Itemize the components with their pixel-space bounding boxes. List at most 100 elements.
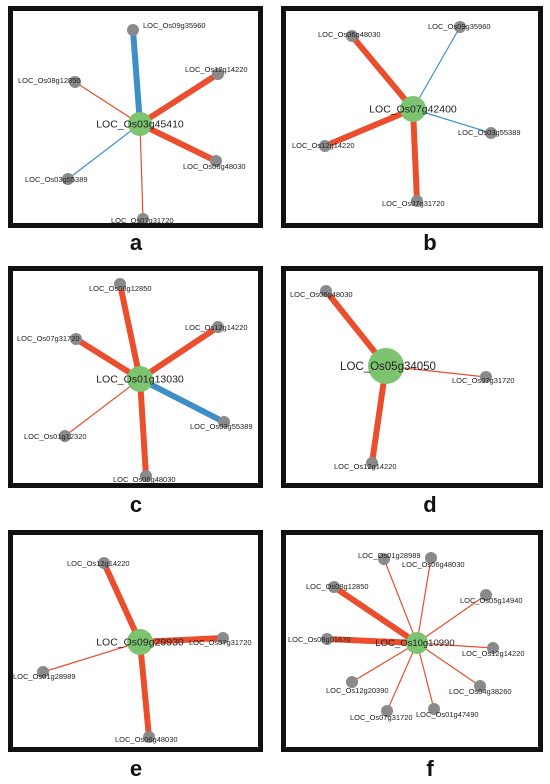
gene-label: LOC_Os12g14220 (185, 65, 248, 74)
gene-label: LOC_Os12g20390 (326, 686, 389, 695)
gene-label: LOC_Os12g14220 (334, 462, 397, 471)
gene-label: LOC_Os12g14220 (67, 559, 130, 568)
edge-LOC_Os12g14220 (416, 642, 494, 649)
gene-node-LOC_Os04g38260 (474, 680, 486, 692)
gene-node-LOC_Os07g31720 (70, 333, 82, 345)
gene-label: LOC_Os08g01670 (288, 635, 351, 644)
edge-LOC_Os03g55389 (138, 376, 226, 425)
gene-node-LOC_Os07g31720 (480, 371, 492, 383)
edge-LOC_Os09g35960 (130, 29, 143, 125)
panel-letter-d: d (423, 492, 437, 517)
edge-LOC_Os06g48030 (416, 557, 432, 644)
hub-label: LOC_Os10g10990 (375, 638, 454, 649)
hub-node (400, 96, 426, 122)
edge-LOC_Os01g28989 (383, 558, 418, 644)
gene-node-LOC_Os07g31720 (381, 705, 393, 717)
gene-label: LOC_Os03g55389 (458, 128, 521, 137)
panel-letter-e: e (129, 756, 143, 781)
gene-node-LOC_Os03g55389 (218, 416, 230, 428)
gene-label: LOC_Os01g47490 (416, 710, 479, 719)
edge-LOC_Os08g12850 (74, 81, 141, 125)
gene-label: LOC_Os06g48030 (113, 475, 176, 483)
hub-label: LOC_Os05g34050 (340, 361, 436, 373)
gene-label: LOC_Os01g28989 (358, 551, 421, 560)
gene-label: LOC_Os05g14940 (460, 596, 523, 605)
edge-LOC_Os06g48030 (138, 121, 218, 164)
gene-label: LOC_Os12g14220 (292, 141, 355, 150)
edge-LOC_Os06g48030 (137, 378, 149, 477)
gene-node-LOC_Os06g48030 (346, 30, 358, 42)
gene-node-LOC_Os07g31720 (411, 195, 423, 207)
gene-label: LOC_Os07g31720 (382, 199, 445, 208)
edge-LOC_Os07g31720 (139, 635, 224, 645)
edge-LOC_Os08g12850 (117, 283, 143, 380)
network-graph-b: LOC_Os06g48030LOC_Os09g35960LOC_Os12g142… (292, 21, 521, 208)
edge-LOC_Os07g31720 (139, 123, 144, 220)
edge-LOC_Os05g14940 (416, 594, 487, 644)
edge-LOC_Os12g14220 (138, 324, 220, 382)
gene-node-LOC_Os07g31720 (217, 632, 229, 644)
edge-LOC_Os08g12850 (332, 584, 419, 646)
gene-node-LOC_Os08g01670 (321, 633, 333, 645)
gene-label: LOC_Os06g48030 (183, 162, 246, 171)
gene-label: LOC_Os06g48030 (290, 290, 353, 299)
hub-label: LOC_Os01g13030 (96, 374, 184, 386)
gene-node-LOC_Os12g14220 (212, 68, 224, 80)
gene-node-LOC_Os01g28989 (37, 666, 49, 678)
gene-node-LOC_Os06g48030 (140, 470, 152, 482)
gene-node-LOC_Os08g12850 (114, 278, 126, 290)
gene-label: LOC_Os07g31720 (17, 334, 80, 343)
edge-LOC_Os09g35960 (412, 26, 461, 110)
gene-node-LOC_Os06g48030 (425, 552, 437, 564)
gene-label: LOC_Os06g48030 (318, 30, 381, 39)
hub-label: LOC_Os07g42400 (369, 104, 457, 116)
gene-label: LOC_Os08g12850 (89, 284, 152, 293)
gene-label: LOC_Os07g31720 (189, 638, 252, 647)
edge-LOC_Os03g55389 (67, 123, 141, 180)
edge-LOC_Os12g14220 (101, 561, 143, 644)
edge-LOC_Os07g31720 (410, 108, 420, 202)
gene-label: LOC_Os03g55389 (25, 175, 88, 184)
gene-node-LOC_Os12g14220 (212, 321, 224, 333)
gene-node-LOC_Os09g35960 (127, 24, 139, 36)
edge-LOC_Os01g28989 (42, 641, 141, 673)
gene-node-LOC_Os12g14220 (98, 557, 110, 569)
gene-node-LOC_Os01g28989 (378, 553, 390, 565)
network-graph-f: LOC_Os01g28989LOC_Os06g48030LOC_Os08g128… (288, 551, 525, 722)
edge-LOC_Os03g55389 (412, 108, 492, 134)
gene-node-LOC_Os01g12320 (59, 430, 71, 442)
hub-label: LOC_Os03g45410 (96, 119, 184, 131)
network-graph-a: LOC_Os09g35960LOC_Os12g14220LOC_Os08g128… (18, 21, 248, 223)
gene-label: LOC_Os06g48030 (115, 735, 178, 744)
hub-label: LOC_Os09g29930 (96, 637, 184, 649)
gene-label: LOC_Os08g12850 (306, 582, 369, 591)
gene-label: LOC_Os04g38260 (449, 687, 512, 696)
edge-LOC_Os07g31720 (386, 642, 418, 712)
gene-label: LOC_Os08g12850 (18, 76, 81, 85)
gene-label: LOC_Os07g31720 (350, 713, 413, 722)
gene-label: LOC_Os01g12320 (24, 432, 87, 441)
gene-label: LOC_Os07g31720 (452, 376, 515, 385)
panel-letter-f: f (426, 756, 434, 781)
gene-node-LOC_Os07g31720 (137, 213, 149, 223)
network-graph-d: LOC_Os06g48030LOC_Os07g31720LOC_Os12g142… (290, 285, 515, 471)
gene-label: LOC_Os01g28989 (13, 672, 76, 681)
edge-LOC_Os01g12320 (64, 378, 141, 437)
panel-letter-a: a (129, 230, 143, 255)
edge-LOC_Os08g01670 (326, 636, 418, 646)
edge-LOC_Os01g47490 (416, 642, 435, 710)
gene-node-LOC_Os08g12850 (328, 581, 340, 593)
gene-label: LOC_Os03g55389 (190, 422, 253, 431)
gene-node-LOC_Os01g47490 (428, 703, 440, 715)
gene-label: LOC_Os12g14220 (185, 323, 248, 332)
edge-LOC_Os12g20390 (351, 642, 418, 683)
gene-node-LOC_Os03g55389 (485, 127, 497, 139)
gene-node-LOC_Os05g14940 (480, 589, 492, 601)
gene-node-LOC_Os12g14220 (319, 140, 331, 152)
gene-node-LOC_Os06g48030 (320, 285, 332, 297)
